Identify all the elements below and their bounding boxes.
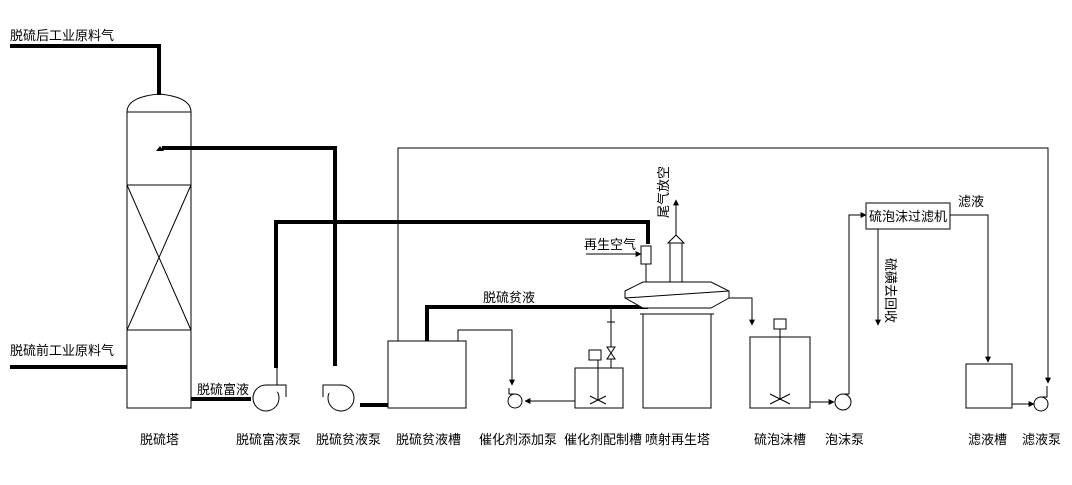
catalyst-pump (507, 388, 523, 409)
lean-tank-label: 脱硫贫液槽 (396, 432, 461, 448)
catalyst-tank-label: 催化剂配制槽 (564, 433, 642, 448)
sulfur-foam-filter (865, 202, 951, 230)
return-line (397, 147, 1051, 384)
filtrate-pump (1033, 386, 1049, 412)
filtrate-tank (965, 363, 1013, 409)
tower-label: 脱硫塔 (140, 433, 179, 448)
filtrate-tank-label: 滤液槽 (968, 433, 1007, 448)
regen-tower-label: 喷射再生塔 (645, 432, 710, 448)
tail-gas-label: 尾气放空 (656, 166, 672, 218)
gas-before-label: 脱硫前工业原料气 (10, 343, 114, 359)
rich-pump-label: 脱硫富液泵 (236, 432, 301, 448)
filter-label: 硫泡沫过滤机 (869, 210, 947, 225)
regen-air-label: 再生空气 (584, 237, 636, 253)
sulfur-foam-tank (749, 318, 811, 409)
lean-pump (322, 384, 355, 412)
foampump-to-filter-line (848, 212, 867, 388)
gas-after-line (10, 44, 161, 95)
desulfurization-tower (126, 93, 192, 409)
lean-tank (387, 340, 467, 409)
foam-tank-label: 硫泡沫槽 (754, 433, 806, 448)
lean-pump-label: 脱硫贫液泵 (316, 432, 381, 448)
catalyst-tank (574, 349, 624, 409)
jet-regeneration-tower (624, 234, 730, 409)
tank-to-catpump-line (457, 329, 515, 386)
catalyst-pump-label: 催化剂添加泵 (479, 433, 557, 448)
filtrate-line (950, 214, 991, 363)
regen-to-foam-line (729, 297, 755, 326)
rich-pump (252, 368, 287, 412)
foam-pump (834, 388, 852, 411)
lean-liquid-line (425, 305, 648, 341)
valve-icon (606, 346, 616, 360)
rich-to-regen-line (274, 220, 650, 368)
sulfur-recovery-label: 硫磺去回收 (882, 258, 897, 323)
rich-liquid-label: 脱硫富液 (197, 382, 249, 398)
lean-to-tower-line (162, 146, 337, 366)
filtrate-pump-label: 滤液泵 (1022, 433, 1061, 448)
gas-after-label: 脱硫后工业原料气 (10, 28, 114, 44)
valve-icon (607, 318, 615, 326)
filtrate-label: 滤液 (958, 195, 984, 210)
foam-pump-label: 泡沫泵 (825, 433, 864, 448)
lean-liquid-label: 脱硫贫液 (483, 290, 535, 306)
